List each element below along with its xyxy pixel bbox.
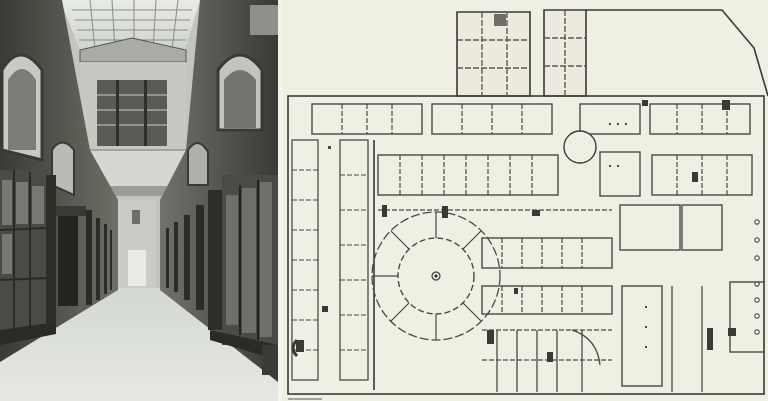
shop-sign: [56, 206, 86, 216]
floor-plan: architectural floor plan: [282, 0, 768, 401]
arcade-photo: covered shopping arcade interior with gl…: [0, 0, 278, 401]
rotunda: [371, 211, 501, 341]
arcade-illustration: [0, 0, 278, 401]
panel-divider: [278, 0, 282, 401]
floor-plan-drawing: [287, 9, 768, 400]
